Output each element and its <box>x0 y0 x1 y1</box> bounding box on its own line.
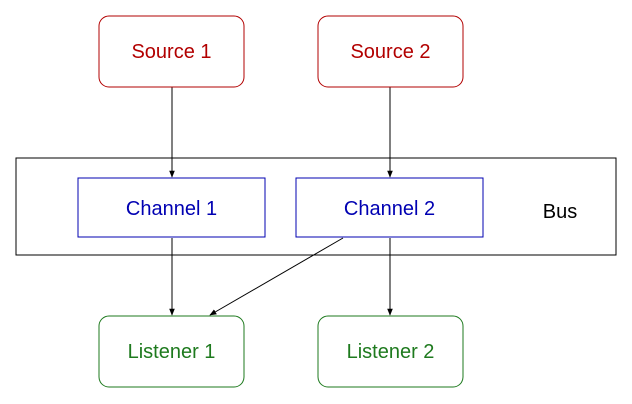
channel-node-1: Channel 1 <box>77 177 266 238</box>
source-box <box>98 15 245 88</box>
source-label: Source 2 <box>350 41 430 63</box>
bus-label: Bus <box>543 201 577 223</box>
source-label: Source 1 <box>131 41 211 63</box>
listener-label: Listener 1 <box>128 341 216 363</box>
listener-label: Listener 2 <box>347 341 435 363</box>
edges <box>169 87 393 316</box>
edge-channel2-listener1 <box>209 237 344 316</box>
source-box <box>317 15 464 88</box>
channel-box <box>295 177 484 238</box>
channel-label: Channel 1 <box>126 198 217 220</box>
source-node-2: Source 2 <box>317 15 464 88</box>
source-node-1: Source 1 <box>98 15 245 88</box>
listener-node-2: Listener 2 <box>317 315 464 388</box>
listener-box <box>317 315 464 388</box>
channel-label: Channel 2 <box>344 198 435 220</box>
channel-node-2: Channel 2 <box>295 177 484 238</box>
listener-node-1: Listener 1 <box>98 315 245 388</box>
channel-box <box>77 177 266 238</box>
listener-box <box>98 315 245 388</box>
